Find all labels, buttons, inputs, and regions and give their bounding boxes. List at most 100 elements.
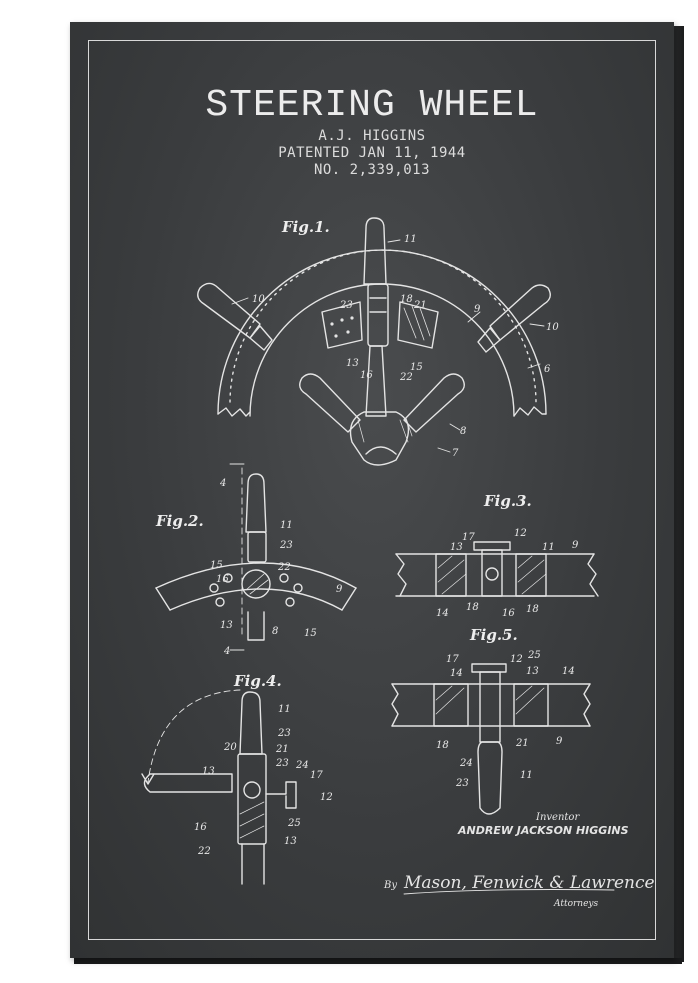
fig3-ref-16: 16: [502, 608, 515, 619]
fig5-ref-14-b: 14: [562, 666, 575, 677]
fig2-ref-13: 13: [220, 620, 233, 631]
fig3-block-right: [515, 553, 547, 597]
fig4-lower-shaft: [241, 843, 265, 885]
fig4-ref-23-b: 23: [275, 758, 289, 769]
fig1-insert-hatching: [403, 305, 431, 341]
fig4-upright-handle: [239, 691, 263, 755]
fig4-arc-arrow: [141, 773, 155, 785]
fig1-insert-right: [397, 301, 439, 349]
fig3-block-left: [435, 553, 467, 597]
fig4-swing-arc: [147, 689, 241, 783]
fig1-lower-left-spoke: [299, 373, 361, 433]
fig2-spoke: [247, 531, 267, 563]
patent-drawings: Fig.1.: [141, 217, 655, 909]
fig4-ref-13: 13: [202, 766, 215, 777]
fig1-rim-break-right: [513, 406, 547, 417]
fig2-screws: [209, 573, 303, 607]
patent-number: NO. 2,339,013: [313, 162, 431, 178]
title-block: STEERING WHEEL A.J. HIGGINS PATENTED JAN…: [70, 84, 674, 179]
ref-18: 18: [400, 294, 413, 305]
fig4-ref-23: 23: [277, 728, 291, 739]
fig1-insert-dots: [330, 316, 354, 338]
fig1-rim-outer: [217, 249, 547, 415]
fig3-drawing: Fig.3. 17 12 13 11 9 14 18 16: [395, 492, 599, 619]
fig5-ref-17: 17: [446, 654, 459, 665]
fig2-drawing: Fig.2. 4 11 23 22 15 16: [155, 463, 357, 657]
fig5-ref-21: 21: [515, 738, 529, 749]
signature-underline: [403, 889, 615, 895]
fig4-reference-numbers: 11 23 20 21 23 24 17 12 13 16 25 13 22: [194, 704, 333, 857]
fig5-handle: [477, 741, 503, 815]
fig1-insert-left: [321, 301, 363, 349]
inventor-caption: Inventor: [535, 812, 580, 823]
canvas-side-edge: [674, 26, 684, 962]
fig4-ref-13-b: 13: [284, 836, 297, 847]
fig2-center-boss: [241, 569, 271, 599]
fig5-ref-13: 13: [526, 666, 539, 677]
fig2-reference-numbers: 4 11 23 22 15 16 9 13 8 15 4: [210, 478, 343, 657]
fig2-ref-16: 16: [216, 574, 229, 585]
fig5-block-right: [513, 683, 549, 727]
attorney-caption: Attorneys: [553, 899, 599, 909]
ref-16: 16: [360, 370, 373, 381]
fig4-ref-11: 11: [278, 704, 291, 715]
signature-block: Inventor ANDREW JACKSON HIGGINS By Mason…: [383, 812, 655, 909]
fig4-body: [237, 753, 267, 845]
fig2-boss-hatching: [245, 573, 269, 595]
fig4-ref-25: 25: [287, 818, 301, 829]
fig3-cap: [473, 541, 511, 551]
fig5-label: Fig.5.: [469, 626, 518, 644]
fig1-leader-lines: [231, 239, 545, 453]
fig3-ref-17: 17: [462, 532, 475, 543]
ref-10-right: 10: [546, 322, 559, 333]
fig3-ref-18: 18: [466, 602, 479, 613]
fig1-hub-arc: [365, 446, 397, 455]
fig1-center-spoke: [365, 345, 387, 417]
patent-title: STEERING WHEEL: [205, 84, 539, 127]
fig4-ref-17: 17: [310, 770, 323, 781]
fig1-top-spoke: [367, 283, 389, 347]
canvas-bottom-edge: [74, 958, 682, 964]
border-frame: [88, 40, 656, 940]
fig5-ref-18: 18: [436, 740, 449, 751]
fig3-ref-14: 14: [436, 608, 449, 619]
fig5-ref-23: 23: [455, 778, 469, 789]
fig1-hub-hatching: [357, 417, 413, 443]
fig4-pivot: [243, 781, 261, 799]
fig2-ref-9: 9: [336, 584, 343, 595]
fig3-ref-13: 13: [450, 542, 463, 553]
fig2-rim-bottom: [169, 588, 343, 611]
fig5-pin: [479, 671, 501, 743]
fig2-rim-top: [155, 562, 357, 589]
fig5-ref-25: 25: [527, 650, 541, 661]
fig5-ref-14: 14: [450, 668, 463, 679]
ref-4-top: 4: [219, 478, 226, 489]
fig3-hatching: [437, 555, 547, 595]
patent-date: PATENTED JAN 11, 1944: [278, 145, 466, 161]
fig1-left-handle-collar: [249, 325, 273, 351]
fig1-reference-numbers: 11 10 10 23 18 21 9 13 16 22 15 6 8 7: [252, 234, 559, 459]
fig3-ref-18-b: 18: [526, 604, 539, 615]
fig3-pin-hole: [485, 567, 499, 581]
ref-10: 10: [252, 294, 265, 305]
fig4-ref-21: 21: [275, 744, 289, 755]
fig3-ref-9: 9: [572, 540, 579, 551]
fig2-ref-22: 22: [277, 562, 291, 573]
fig2-section-arrows: [229, 463, 245, 651]
fig4-folded-handle: [143, 773, 233, 793]
fig1-rim-break-left: [217, 407, 251, 417]
fig3-pin: [481, 549, 503, 597]
fig5-ref-24: 24: [459, 758, 473, 769]
signature-by: By: [383, 880, 397, 891]
fig2-ref-15-b: 15: [304, 628, 317, 639]
fig4-thumbscrew: [265, 781, 297, 809]
fig1-drawing: Fig.1.: [197, 217, 559, 466]
ref-15: 15: [410, 362, 423, 373]
fig3-rim-lines: [395, 553, 595, 597]
fig4-ref-16: 16: [194, 822, 207, 833]
fig1-left-handle: [197, 282, 261, 339]
inventor-name: A.J. HIGGINS: [318, 128, 426, 144]
fig1-right-handle: [489, 284, 551, 341]
ref-8: 8: [460, 426, 466, 437]
fig3-break-right: [587, 553, 599, 597]
